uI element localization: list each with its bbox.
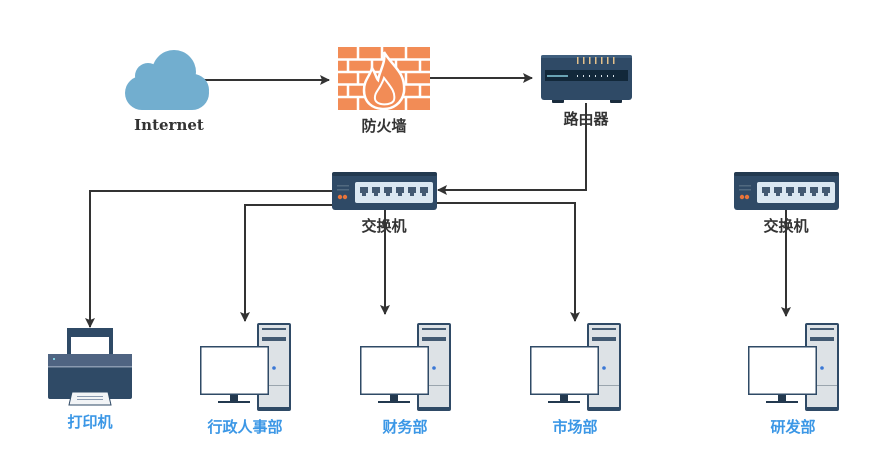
desktop-computer-icon	[200, 323, 291, 411]
printer-icon	[48, 328, 132, 406]
link-switch-marketing	[437, 202, 580, 322]
connections	[85, 73, 791, 328]
router-icon	[541, 55, 632, 103]
switch-icon	[734, 172, 839, 210]
firewall-label: 防火墙	[361, 117, 407, 135]
internet-label: Internet	[134, 116, 204, 134]
link-switch-printer	[85, 190, 332, 328]
desktop-computer-icon	[360, 323, 451, 411]
desktop-computer-icon	[748, 323, 839, 411]
link-router-switch	[437, 103, 587, 195]
switch-label: 交换机	[763, 217, 809, 235]
switch-label: 交换机	[361, 217, 407, 235]
link-switch-admin	[240, 204, 332, 322]
firewall-icon	[338, 47, 430, 111]
dept-label-admin: 行政人事部	[207, 418, 283, 436]
router-label: 路由器	[563, 110, 609, 128]
dept-label-finance: 财务部	[382, 418, 428, 436]
dept-label-rnd: 研发部	[770, 418, 816, 436]
cloud-icon	[125, 50, 209, 110]
dept-label-marketing: 市场部	[552, 418, 598, 436]
desktop-computer-icon	[530, 323, 621, 411]
printer-label: 打印机	[67, 413, 113, 431]
switch-icon	[332, 172, 437, 210]
